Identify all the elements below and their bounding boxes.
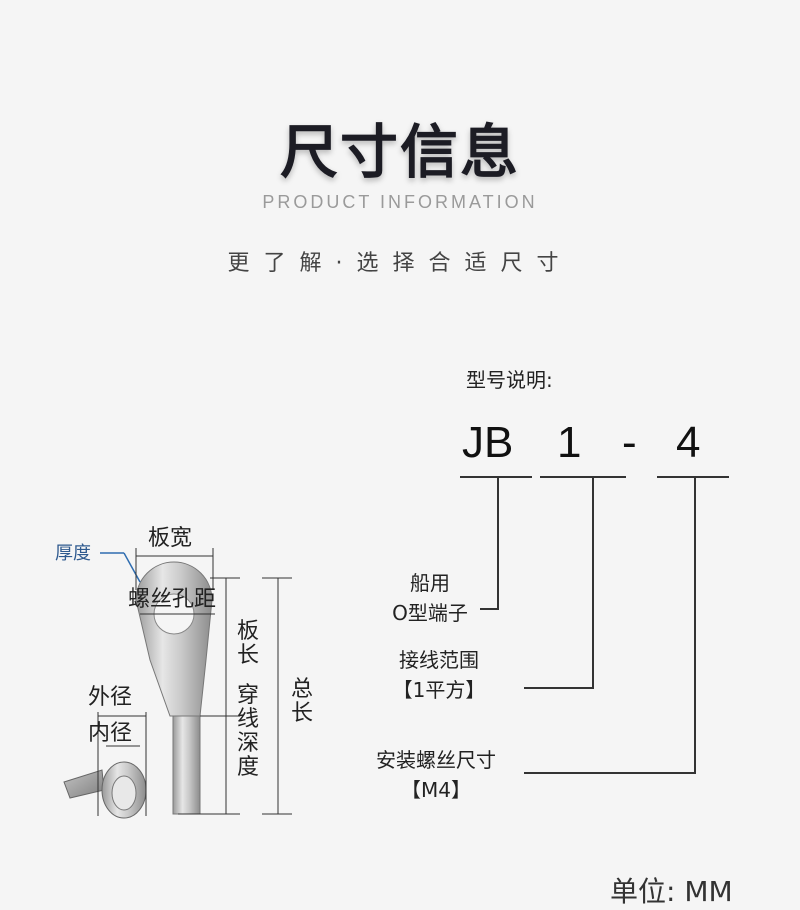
model-label: 型号说明: (466, 368, 553, 392)
small-terminal-opening (111, 775, 137, 811)
connector-1-vertical (592, 477, 594, 689)
connector-jb-horizontal (480, 608, 499, 610)
page-title: 尺寸信息 (279, 118, 520, 186)
desc-wire-range-line2: 【1平方】 (392, 678, 486, 702)
underline-1 (540, 476, 626, 478)
model-part-1: 1 (557, 418, 582, 467)
connector-jb-vertical (497, 477, 499, 610)
underline-4 (657, 476, 729, 478)
desc-wire-range-line1: 接线范围 (399, 648, 479, 672)
label-thickness: 厚度 (55, 543, 91, 564)
connector-4-vertical (694, 477, 696, 774)
label-total-length: 总长 (290, 677, 313, 726)
subtitle-english: PRODUCT INFORMATION (262, 192, 538, 212)
terminal-barrel (172, 715, 201, 815)
label-inner-diameter: 内径 (88, 721, 133, 746)
underline-jb (460, 476, 532, 478)
desc-type: 船用 O型端子 (380, 568, 480, 628)
desc-wire-range: 接线范围 【1平方】 (384, 645, 494, 705)
desc-screw-size: 安装螺丝尺寸 【M4】 (366, 745, 506, 805)
label-wire-depth: 穿线深度 (236, 683, 259, 780)
label-outer-diameter: 外径 (88, 685, 133, 710)
unit-label: 单位: MM (610, 875, 733, 908)
desc-screw-size-line1: 安装螺丝尺寸 (376, 748, 496, 772)
label-plate-length: 板长 (236, 619, 259, 668)
desc-type-line1: 船用 (410, 571, 450, 595)
model-part-4: 4 (676, 418, 701, 467)
connector-4-horizontal (524, 772, 696, 774)
model-part-jb: JB (462, 418, 514, 467)
label-screw-hole-pitch: 螺丝孔距 (128, 587, 217, 612)
desc-type-line2: O型端子 (392, 601, 468, 625)
model-dash: - (622, 418, 637, 467)
subtitle-chinese: 更了解·选择合适尺寸 (227, 251, 573, 276)
desc-screw-size-line2: 【M4】 (401, 778, 471, 802)
label-plate-width: 板宽 (148, 526, 193, 551)
connector-1-horizontal (524, 687, 594, 689)
